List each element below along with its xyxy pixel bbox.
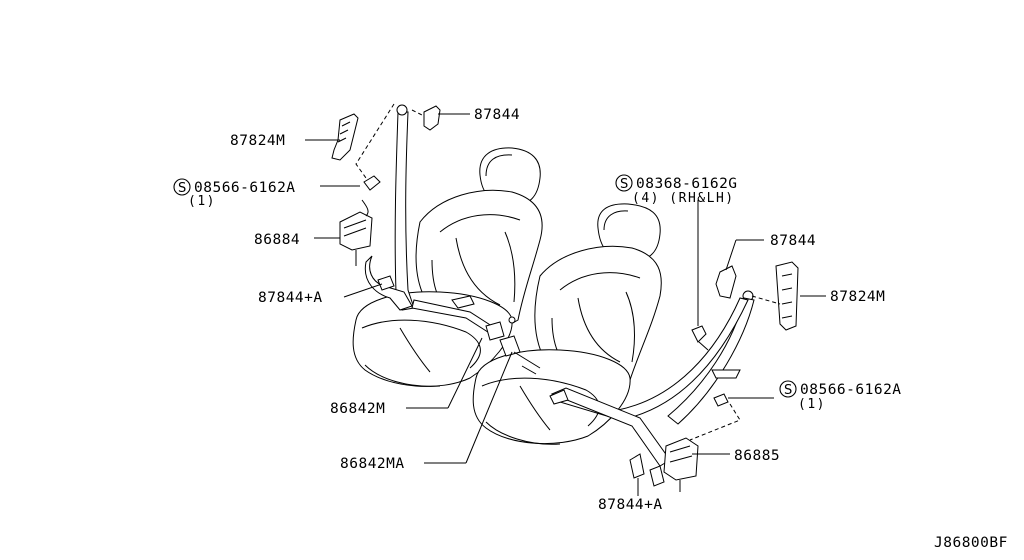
- standard-part-symbol-left: S: [178, 181, 186, 196]
- callout-87824m-left: 87824M: [230, 133, 285, 149]
- standard-part-icon-center: [615, 174, 633, 192]
- callout-86885: 86885: [734, 448, 780, 464]
- callout-86842m: 86842M: [330, 401, 385, 417]
- left-belt-assembly: [331, 103, 516, 341]
- standard-part-icon-left: [173, 178, 191, 196]
- anchor-cover-upper-left: [423, 105, 441, 131]
- right-belt-assembly: [499, 200, 799, 492]
- callout-qty-left: (1): [188, 194, 216, 209]
- anchor-cover-lower-left: [377, 275, 395, 291]
- buckle-right: [549, 389, 569, 405]
- callout-86842ma: 86842MA: [340, 456, 405, 472]
- anchor-cover-upper-right: [715, 265, 737, 299]
- buckle-center: [499, 335, 521, 357]
- standard-part-icon-right: [779, 380, 797, 398]
- height-adjuster-right: [775, 261, 799, 331]
- callout-qty-center: (4) (RH&LH): [632, 191, 735, 206]
- callout-labels: 87824M 87844 S 08566-6162A (1) 86884 878…: [173, 107, 1008, 551]
- callout-87844-right: 87844: [770, 233, 816, 249]
- height-adjuster-left: [331, 113, 359, 161]
- bolt-left: [363, 175, 381, 191]
- bolt-right: [713, 393, 729, 407]
- webbing-right: [667, 297, 755, 425]
- anchor-cover-lower-right: [629, 453, 645, 479]
- retractor-left: [339, 211, 373, 251]
- standard-part-symbol-right: S: [784, 383, 792, 398]
- webbing-left: [394, 111, 415, 311]
- callout-87824m-right: 87824M: [830, 289, 885, 305]
- leader-lines: [305, 113, 826, 496]
- buckle-left: [485, 321, 505, 341]
- callout-08566-6162a-right: 08566-6162A: [800, 382, 902, 398]
- callout-87844a-right: 87844+A: [598, 497, 663, 513]
- bolt-center: [691, 325, 707, 343]
- standard-part-symbol-center: S: [620, 177, 628, 192]
- callout-86884: 86884: [254, 232, 300, 248]
- callout-87844-left: 87844: [474, 107, 520, 123]
- diagram-code: J86800BF: [934, 535, 1008, 551]
- callout-87844a-left: 87844+A: [258, 290, 323, 306]
- callout-08368-6162g: 08368-6162G: [636, 176, 738, 192]
- callout-qty-right: (1): [798, 397, 826, 412]
- callout-08566-6162a-left: 08566-6162A: [194, 180, 296, 196]
